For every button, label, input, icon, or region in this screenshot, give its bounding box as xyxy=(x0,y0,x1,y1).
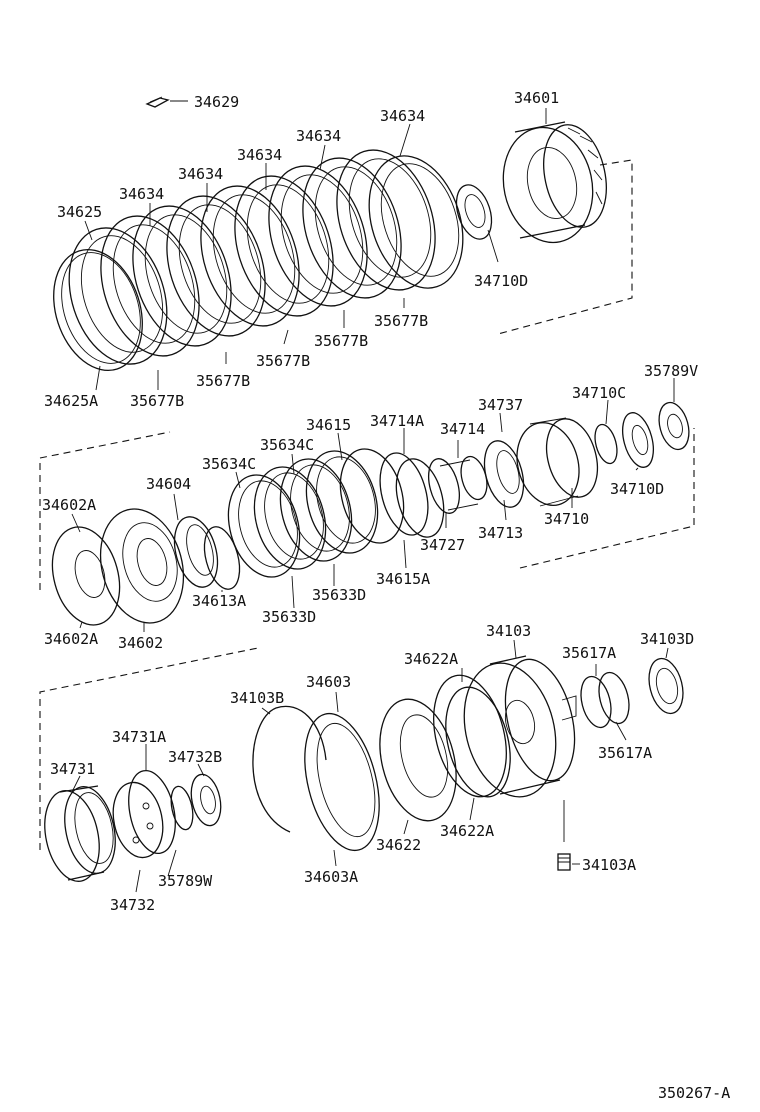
label-34713: 34713 xyxy=(478,524,523,542)
label-34727: 34727 xyxy=(420,536,465,554)
label-35677B-c: 35677B xyxy=(256,352,310,370)
label-35617A-top: 35617A xyxy=(562,644,616,662)
label-34603: 34603 xyxy=(306,673,351,691)
label-34103D: 34103D xyxy=(640,630,694,648)
part-34622-brake-hub xyxy=(379,698,457,822)
label-34732B: 34732B xyxy=(168,748,222,766)
part-labels: 34629 34601 34634 34634 34634 34634 3463… xyxy=(42,89,730,1102)
part-34103A-bolt xyxy=(557,853,571,871)
label-34103: 34103 xyxy=(486,622,531,640)
label-34625: 34625 xyxy=(57,203,102,221)
label-34103B: 34103B xyxy=(230,689,284,707)
label-35677B-d: 35677B xyxy=(314,332,368,350)
label-34634-d: 34634 xyxy=(296,127,341,145)
label-34634-a: 34634 xyxy=(119,185,164,203)
label-34602A-top: 34602A xyxy=(42,496,96,514)
label-35634C-a: 35634C xyxy=(202,455,256,473)
label-35677B-e: 35677B xyxy=(374,312,428,330)
part-34103-brake-case xyxy=(463,655,577,798)
label-35617A-bottom: 35617A xyxy=(598,744,652,762)
label-35789V: 35789V xyxy=(644,362,698,380)
part-34603-brake-piston xyxy=(304,712,380,852)
label-34601: 34601 xyxy=(514,89,559,107)
label-34622A-bottom: 34622A xyxy=(440,822,494,840)
label-34103A: 34103A xyxy=(582,856,636,874)
part-34615A-snap-ring xyxy=(395,458,445,538)
label-34625A: 34625A xyxy=(44,392,98,410)
part-34710D-thrust-bearing xyxy=(455,184,493,240)
part-34622A-o-ring-inner xyxy=(445,686,511,798)
part-35789V-thrust-washer xyxy=(658,401,690,451)
label-35789W: 35789W xyxy=(158,872,213,890)
part-34731-ring-gear xyxy=(44,785,116,882)
part-34103B-band xyxy=(252,705,327,833)
part-34714A-snap-ring xyxy=(379,452,429,536)
part-34625-flange xyxy=(68,227,168,365)
part-34710-planetary-carrier xyxy=(516,417,599,507)
part-34602-piston xyxy=(99,508,185,624)
label-34731A: 34731A xyxy=(112,728,166,746)
label-34710D-top: 34710D xyxy=(474,272,528,290)
label-34613A: 34613A xyxy=(192,592,246,610)
label-34603A: 34603A xyxy=(304,868,358,886)
diagram-id: 350267-A xyxy=(658,1084,730,1102)
label-34710D-mid: 34710D xyxy=(610,480,664,498)
part-34727-hub xyxy=(428,455,488,514)
label-34622A-top: 34622A xyxy=(404,650,458,668)
label-34732: 34732 xyxy=(110,896,155,914)
part-34622A-o-ring-outer xyxy=(433,674,507,798)
part-34713-one-way-clutch xyxy=(483,440,525,508)
label-35677B-b: 35677B xyxy=(196,372,250,390)
part-34604-return-spring xyxy=(173,516,219,588)
leader-lines xyxy=(71,100,675,893)
label-34634-c: 34634 xyxy=(237,146,282,164)
label-34737: 34737 xyxy=(478,396,523,414)
label-34714A: 34714A xyxy=(370,412,424,430)
middle-assembly-drawing xyxy=(39,401,695,626)
label-34710: 34710 xyxy=(544,510,589,528)
part-34613A-snap-ring xyxy=(203,526,241,590)
part-34103D-washer xyxy=(648,657,684,715)
label-34629: 34629 xyxy=(194,93,239,111)
label-34634-b: 34634 xyxy=(178,165,223,183)
label-34634-e: 34634 xyxy=(380,107,425,125)
part-35617A-seal-ring-b xyxy=(598,671,630,725)
part-34731A-snap-ring xyxy=(128,770,176,854)
label-35633D-b: 35633D xyxy=(312,586,366,604)
part-35617A-seal-ring-a xyxy=(580,675,612,729)
part-34710D-bearing xyxy=(622,412,654,468)
label-34604: 34604 xyxy=(146,475,191,493)
label-34710C: 34710C xyxy=(572,384,626,402)
part-34601-clutch-drum xyxy=(502,121,607,244)
label-34602A-bottom: 34602A xyxy=(44,630,98,648)
lower-assembly-drawing xyxy=(39,647,684,882)
label-34622: 34622 xyxy=(376,836,421,854)
middle-disc-stack xyxy=(227,448,405,578)
upper-clutch-pack-drawing xyxy=(53,96,633,372)
part-35789W-washer xyxy=(170,785,194,831)
label-34602: 34602 xyxy=(118,634,163,652)
label-35633D-a: 35633D xyxy=(262,608,316,626)
part-34732-carrier xyxy=(112,781,164,859)
label-34714: 34714 xyxy=(440,420,485,438)
part-34629-clip xyxy=(145,96,170,108)
label-35677B-a: 35677B xyxy=(130,392,184,410)
label-34615: 34615 xyxy=(306,416,351,434)
label-34615A: 34615A xyxy=(376,570,430,588)
label-34731: 34731 xyxy=(50,760,95,778)
clutch-disc-stack xyxy=(100,149,464,357)
part-34710C-washer xyxy=(594,423,618,465)
part-34732B-bearing xyxy=(190,773,222,827)
label-35634C-b: 35634C xyxy=(260,436,314,454)
part-34602A-washer xyxy=(51,526,121,626)
part-34625A-snap-ring xyxy=(53,248,143,372)
